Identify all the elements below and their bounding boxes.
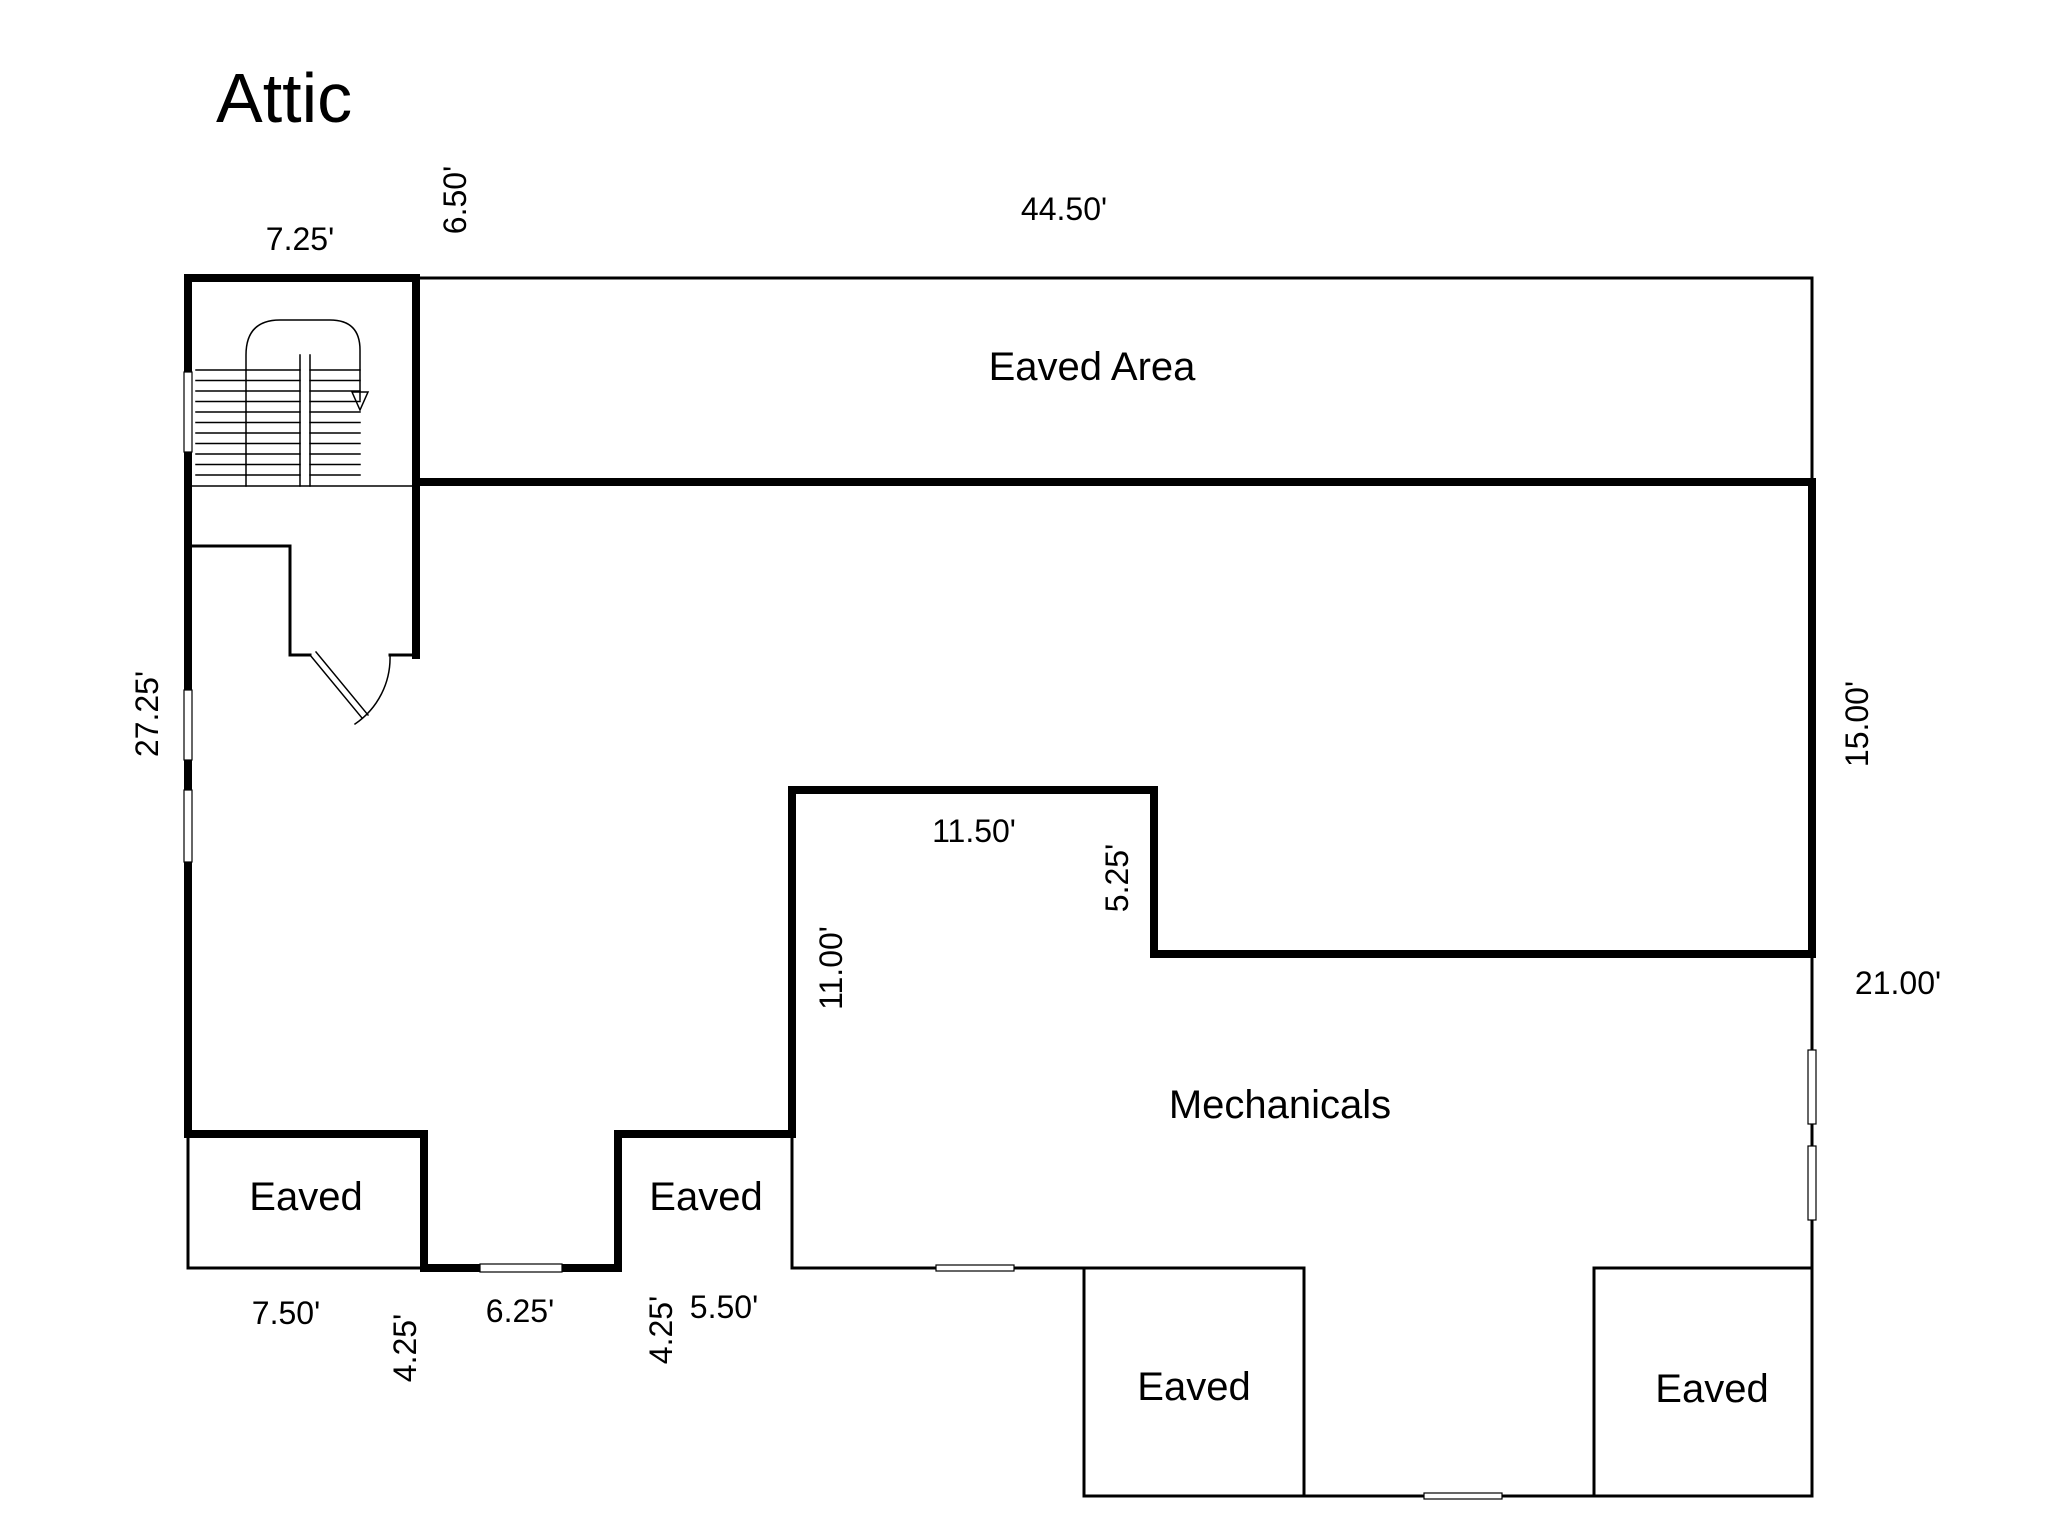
dim-bottom-eaved-mid: 5.50'	[690, 1289, 758, 1325]
dim-left-height: 27.25'	[129, 671, 165, 757]
dim-bottom-eaved-left: 7.50'	[252, 1295, 320, 1331]
plan-title: Attic	[216, 59, 352, 137]
dim-bottom-mid-depth: 4.25'	[643, 1296, 679, 1364]
dim-notch-height: 5.25'	[1099, 844, 1135, 912]
thick-walls	[184, 274, 1816, 1272]
room-label-eaved-lower-right: Eaved	[1655, 1367, 1768, 1411]
stair-closet	[186, 544, 418, 657]
room-label-eaved-lower-left: Eaved	[1137, 1365, 1250, 1409]
staircase	[187, 319, 417, 487]
closet-door	[308, 650, 391, 726]
windows	[183, 371, 1817, 1500]
dim-top-width: 44.50'	[1021, 191, 1107, 227]
dim-right-lower: 21.00'	[1855, 965, 1941, 1001]
dim-mech-left-height: 11.00'	[813, 926, 849, 1010]
room-label-mechanicals: Mechanicals	[1169, 1083, 1391, 1127]
room-label-eaved-bottom-left: Eaved	[249, 1175, 362, 1219]
dim-right-upper: 15.00'	[1839, 681, 1875, 767]
dim-stair-height: 6.50'	[437, 166, 473, 234]
room-label-eaved-bottom-mid: Eaved	[649, 1175, 762, 1219]
outer-walls	[186, 276, 1814, 1498]
dim-stair-width: 7.25'	[266, 221, 334, 257]
dim-bottom-opening: 6.25'	[486, 1293, 554, 1329]
room-label-eaved-area: Eaved Area	[989, 345, 1197, 389]
dim-bottom-left-depth: 4.25'	[387, 1314, 423, 1382]
dim-notch-width: 11.50'	[932, 813, 1016, 849]
